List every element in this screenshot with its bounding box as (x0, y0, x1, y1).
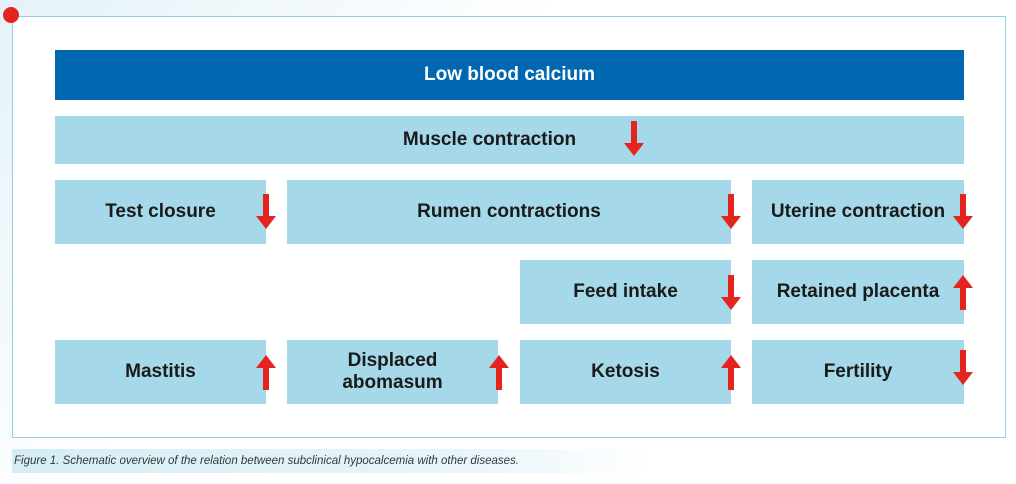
arrow-up-icon (721, 355, 741, 390)
node-displaced-abomasum: Displaced abomasum (287, 340, 498, 404)
node-label: Muscle contraction (402, 129, 577, 150)
arrow-down-icon (953, 194, 973, 229)
arrow-down-icon (256, 194, 276, 229)
node-label: Ketosis (591, 361, 660, 382)
node-mastitis: Mastitis (55, 340, 266, 404)
node-label: Feed intake (573, 281, 678, 302)
node-label: Fertility (823, 361, 893, 382)
arrow-up-icon (256, 355, 276, 390)
node-label: Uterine contraction (770, 201, 946, 222)
arrow-up-icon (953, 275, 973, 310)
figure-caption: Figure 1. Schematic overview of the rela… (12, 449, 654, 473)
node-label-line1: Displaced (347, 350, 438, 371)
arrow-down-icon (624, 121, 644, 156)
node-feed-intake: Feed intake (520, 260, 731, 324)
node-retained-placenta: Retained placenta (752, 260, 964, 324)
node-fertility: Fertility (752, 340, 964, 404)
node-rumen-contractions: Rumen contractions (287, 180, 731, 244)
node-label: Retained placenta (776, 281, 940, 302)
arrow-down-icon (953, 350, 973, 385)
node-label-line2: abomasum (342, 372, 443, 393)
node-label: Test closure (105, 201, 216, 222)
arrow-down-icon (721, 275, 741, 310)
node-label: Mastitis (125, 361, 196, 382)
node-ketosis: Ketosis (520, 340, 731, 404)
node-uterine-contraction: Uterine contraction (752, 180, 964, 244)
node-low-blood-calcium: Low blood calcium (55, 50, 964, 100)
node-label: Rumen contractions (417, 201, 601, 222)
red-dot-marker (3, 7, 19, 23)
node-label: Low blood calcium (423, 64, 595, 85)
node-muscle-contraction: Muscle contraction (55, 116, 964, 164)
arrow-up-icon (489, 355, 509, 390)
arrow-down-icon (721, 194, 741, 229)
node-test-closure: Test closure (55, 180, 266, 244)
